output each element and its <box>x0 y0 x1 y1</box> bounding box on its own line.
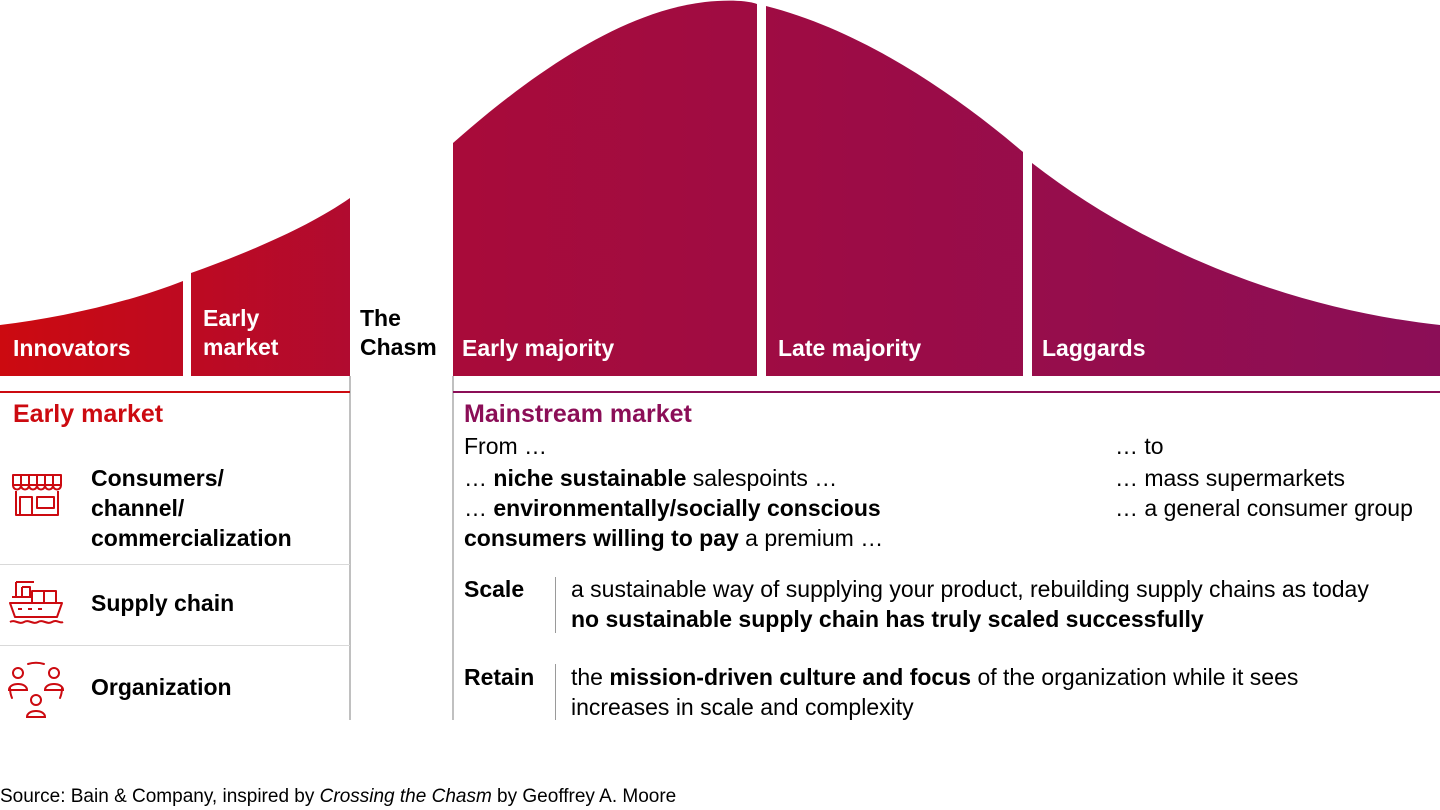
label-laggards: Laggards <box>1042 335 1146 361</box>
label-early-majority: Early majority <box>462 335 615 361</box>
segment-late-majority <box>766 6 1023 376</box>
row-label-supply-chain: Supply chain <box>91 590 235 616</box>
row-separator <box>0 645 350 646</box>
cargo-ship-icon <box>9 581 64 624</box>
label-the-chasm: The Chasm <box>360 305 437 360</box>
label-innovators: Innovators <box>13 335 131 361</box>
row-label-consumers: Consumers/ channel/ commercialization <box>91 465 292 551</box>
adoption-curve <box>0 0 1440 377</box>
from-line-1: … niche sustainable salespoints … <box>464 465 838 491</box>
mainstream-market-rule <box>453 391 1440 393</box>
retain-line-2: increases in scale and complexity <box>571 694 914 720</box>
scale-key: Scale <box>464 576 525 602</box>
segment-innovators <box>0 281 183 376</box>
chasm-left-line <box>349 376 351 720</box>
label-late-majority: Late majority <box>778 335 922 361</box>
retain-divider <box>555 664 556 720</box>
mainstream-market-heading: Mainstream market <box>464 400 692 428</box>
from-line-2: … environmentally/socially conscious <box>464 495 881 521</box>
early-market-heading: Early market <box>13 400 164 428</box>
row-label-organization: Organization <box>91 674 232 700</box>
scale-line-2: no sustainable supply chain has truly sc… <box>571 606 1204 632</box>
from-line-3: consumers willing to pay a premium … <box>464 525 884 551</box>
segment-early-market <box>191 198 350 376</box>
source-note: Source: Bain & Company, inspired by Cros… <box>0 786 677 807</box>
to-line-1: … mass supermarkets <box>1115 465 1346 491</box>
segment-laggards <box>1032 163 1440 376</box>
people-network-icon <box>7 661 65 718</box>
early-market-rule <box>0 391 350 393</box>
from-label: From … <box>464 433 548 459</box>
retain-line-1: the mission-driven culture and focus of … <box>571 664 1299 690</box>
retain-key: Retain <box>464 664 535 690</box>
segment-early-majority <box>453 0 757 377</box>
storefront-icon <box>12 474 62 516</box>
chasm-right-line <box>452 376 454 720</box>
to-label: … to <box>1115 433 1164 459</box>
to-line-2: … a general consumer group <box>1115 495 1413 521</box>
row-separator <box>0 564 350 565</box>
scale-line-1: a sustainable way of supplying your prod… <box>571 576 1369 602</box>
label-early-market: Early market <box>203 305 279 360</box>
scale-divider <box>555 577 556 633</box>
